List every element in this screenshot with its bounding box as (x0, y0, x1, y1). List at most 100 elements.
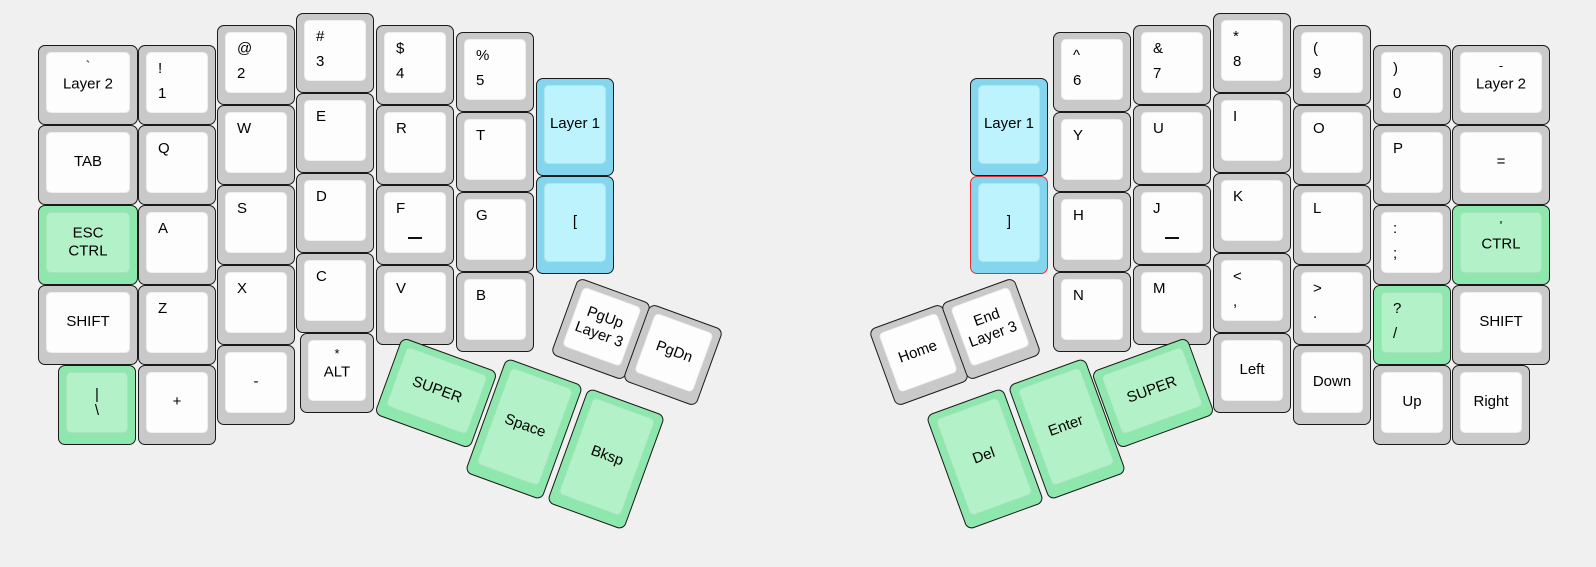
key-r-c3-r4[interactable]: M (1133, 265, 1211, 345)
key-legend-base: P (1393, 140, 1404, 157)
key-l-c5-r3[interactable]: F (376, 185, 454, 265)
key-legend: ^6 (1062, 40, 1122, 99)
key-r-c4-r4[interactable]: <, (1213, 253, 1291, 333)
key-r-c2-r4[interactable]: N (1053, 272, 1131, 352)
key-legend: *ALT (309, 341, 365, 400)
keycap-surface: ?/ (1381, 292, 1443, 353)
key-r-c5-r3[interactable]: L (1293, 185, 1371, 265)
key-legend: &7 (1142, 33, 1202, 92)
key-r-c5-r2[interactable]: O (1293, 105, 1371, 185)
key-r-c4-r1[interactable]: *8 (1213, 13, 1291, 93)
key-r-c6-r1[interactable]: )0 (1373, 45, 1451, 125)
key-l-c2-r2[interactable]: Q (138, 125, 216, 205)
key-r-c4-r2[interactable]: I (1213, 93, 1291, 173)
key-r-c6-r2[interactable]: P (1373, 125, 1451, 205)
key-legend: Y (1062, 120, 1122, 179)
key-legend: %5 (465, 40, 525, 99)
keycap-surface: ^6 (1061, 39, 1123, 100)
key-l-c3-r1[interactable]: @2 (217, 25, 295, 105)
key-l-c4-r5[interactable]: *ALT (300, 333, 374, 413)
key-l-c5-r1[interactable]: $4 (376, 25, 454, 105)
key-l-c1-r2[interactable]: TAB (38, 125, 138, 205)
key-r-c4-r5[interactable]: Left (1213, 333, 1291, 413)
key-r-c6-r3[interactable]: :; (1373, 205, 1451, 285)
key-r-c7-r5[interactable]: Right (1452, 365, 1530, 445)
key-l-c2-r3[interactable]: A (138, 205, 216, 285)
key-legend: Up (1402, 393, 1422, 411)
keycap-surface: ] (978, 183, 1040, 262)
key-l-c1-r4[interactable]: SHIFT (38, 285, 138, 365)
key-l-c3-r2[interactable]: W (217, 105, 295, 185)
key-legend-shifted: : (1393, 220, 1398, 237)
key-l-c1-r1[interactable]: `Layer 2 (38, 45, 138, 125)
key-legend-base: ; (1393, 245, 1398, 263)
key-r-c7-r1[interactable]: -Layer 2 (1452, 45, 1550, 125)
key-r-c3-r3[interactable]: J (1133, 185, 1211, 265)
key-l-c6-r1[interactable]: %5 (456, 32, 534, 112)
key-r-c3-r2[interactable]: U (1133, 105, 1211, 185)
key-l-c4-r4[interactable]: C (296, 253, 374, 333)
key-legend-base: CTRL (1481, 234, 1521, 252)
key-r-c7-r2[interactable]: = (1452, 125, 1550, 205)
key-r-c5-r4[interactable]: >. (1293, 265, 1371, 345)
key-l-c6-r3[interactable]: G (456, 192, 534, 272)
keycap-surface: D (304, 180, 366, 241)
key-legend: R (385, 113, 445, 172)
key-l-c5-r4[interactable]: V (376, 265, 454, 345)
key-l-c6-r4[interactable]: B (456, 272, 534, 352)
keycap-surface: W (225, 112, 287, 173)
key-l-c7-r1[interactable]: Layer 1 (536, 78, 614, 176)
key-legend-base: 9 (1313, 65, 1322, 83)
key-l-c3-r3[interactable]: S (217, 185, 295, 265)
keycap-surface: Y (1061, 119, 1123, 180)
key-r-c2-r1[interactable]: ^6 (1053, 32, 1131, 112)
key-legend-shifted: | (95, 386, 99, 403)
key-r-c2-r2[interactable]: Y (1053, 112, 1131, 192)
keycap-surface: (9 (1301, 32, 1363, 93)
key-l-c4-r3[interactable]: D (296, 173, 374, 253)
keycap-surface: S (225, 192, 287, 253)
key-legend: H (1062, 200, 1122, 259)
key-legend-base: ALT (323, 362, 351, 380)
key-r-c1-r2[interactable]: ] (970, 176, 1048, 274)
key-legend-shifted: @ (237, 40, 253, 57)
key-l-c7-r2[interactable]: [ (536, 176, 614, 274)
key-l-c3-r5[interactable]: - (217, 345, 295, 425)
key-l-c2-r4[interactable]: Z (138, 285, 216, 365)
key-l-c2-r5[interactable]: + (138, 365, 216, 445)
key-r-c4-r3[interactable]: K (1213, 173, 1291, 253)
key-legend-base: 3 (316, 53, 325, 71)
key-legend-base: O (1313, 120, 1325, 137)
key-l-c2-r1[interactable]: !1 (138, 45, 216, 125)
key-r-c2-r3[interactable]: H (1053, 192, 1131, 272)
key-legend-base: 2 (237, 65, 246, 83)
key-legend: A (147, 213, 207, 272)
keycap-surface: O (1301, 112, 1363, 173)
key-legend: End Layer 3 (952, 288, 1029, 366)
key-r-c5-r5[interactable]: Down (1293, 345, 1371, 425)
key-r-c1-r1[interactable]: Layer 1 (970, 78, 1048, 176)
key-l-c3-r4[interactable]: X (217, 265, 295, 345)
key-l-c6-r2[interactable]: T (456, 112, 534, 192)
key-l-c1-r5[interactable]: |\ (58, 365, 136, 445)
key-legend: )0 (1382, 53, 1442, 112)
key-l-c4-r2[interactable]: E (296, 93, 374, 173)
keycap-surface: )0 (1381, 52, 1443, 113)
key-r-c3-r1[interactable]: &7 (1133, 25, 1211, 105)
key-r-c7-r4[interactable]: SHIFT (1452, 285, 1550, 365)
key-r-c6-r4[interactable]: ?/ (1373, 285, 1451, 365)
key-r-c5-r1[interactable]: (9 (1293, 25, 1371, 105)
key-legend: X (226, 273, 286, 332)
key-l-c1-r3[interactable]: ESC CTRL (38, 205, 138, 285)
key-r-c6-r5[interactable]: Up (1373, 365, 1451, 445)
key-legend-shifted: % (476, 47, 490, 64)
key-legend: Layer 1 (549, 115, 601, 133)
key-l-c5-r2[interactable]: R (376, 105, 454, 185)
key-l-c4-r1[interactable]: #3 (296, 13, 374, 93)
keycap-surface: SHIFT (1460, 292, 1542, 353)
keycap-surface: TAB (46, 132, 130, 193)
key-legend: Left (1239, 361, 1265, 379)
key-r-c7-r3[interactable]: 'CTRL (1452, 205, 1550, 285)
key-legend-shifted: * (1233, 28, 1239, 45)
